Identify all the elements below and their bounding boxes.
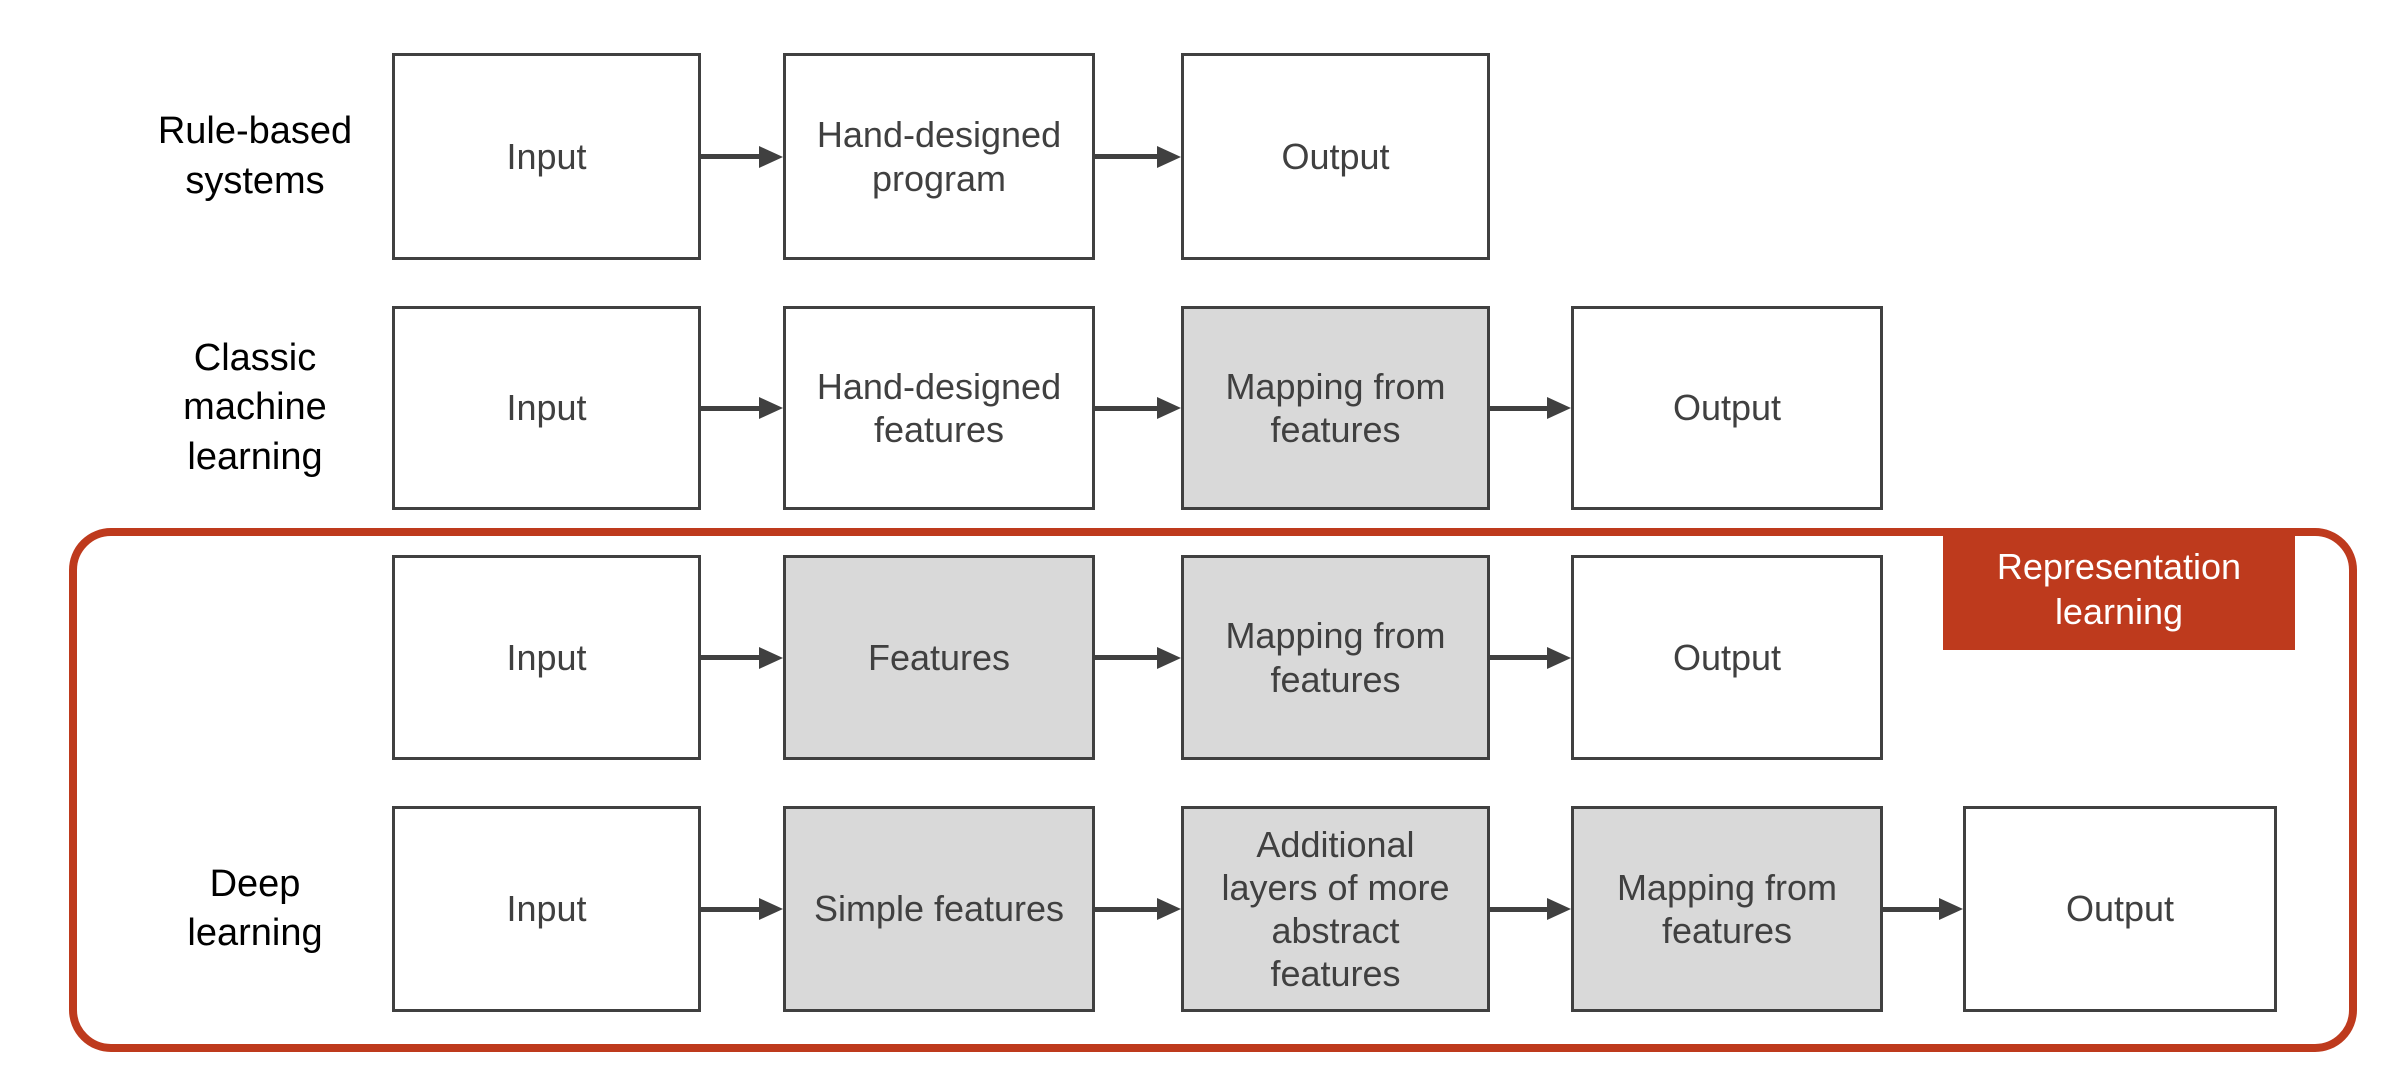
row-label-rule-based-systems: Rule-based systems <box>157 110 353 202</box>
arrow-line <box>1095 655 1163 660</box>
arrow-head-icon <box>1157 397 1181 419</box>
flow-box-deep-learning-2: Additional layers of more abstract featu… <box>1181 806 1490 1012</box>
flow-box-rule-based-systems-1: Hand-designed program <box>783 53 1095 260</box>
arrow-head-icon <box>1939 898 1963 920</box>
row-label-classic-machine-learning: Classic machine learning <box>183 336 327 478</box>
arrow-line <box>1490 405 1553 411</box>
arrow-line <box>1883 906 1945 912</box>
flow-box-classic-machine-learning-3: Output <box>1571 306 1883 510</box>
flow-box-representation-learning-0: Input <box>392 555 701 760</box>
flow-box-representation-learning-1: Features <box>783 555 1095 760</box>
representation-learning-badge: Representation learning <box>1943 528 2295 650</box>
arrow-head-icon <box>759 646 783 669</box>
arrow-head-icon <box>1547 397 1571 419</box>
flow-box-rule-based-systems-0: Input <box>392 53 701 260</box>
arrow-line <box>1490 906 1553 912</box>
representation-learning-outline <box>69 528 2357 1052</box>
flow-box-deep-learning-3: Mapping from features <box>1571 806 1883 1012</box>
arrow-head-icon <box>759 898 783 920</box>
row-label-deep-learning: Deep learning <box>187 862 323 954</box>
arrow-line <box>701 655 765 660</box>
arrow-head-icon <box>1157 898 1181 920</box>
arrow-head-icon <box>759 397 783 419</box>
arrow-line <box>1095 906 1163 912</box>
flow-box-classic-machine-learning-1: Hand-designed features <box>783 306 1095 510</box>
flow-box-classic-machine-learning-0: Input <box>392 306 701 510</box>
arrow-head-icon <box>1547 646 1571 669</box>
flow-box-deep-learning-1: Simple features <box>783 806 1095 1012</box>
flow-box-deep-learning-0: Input <box>392 806 701 1012</box>
flow-box-rule-based-systems-2: Output <box>1181 53 1490 260</box>
flow-box-representation-learning-3: Output <box>1571 555 1883 760</box>
arrow-line <box>701 405 765 411</box>
arrow-head-icon <box>1157 145 1181 168</box>
flow-box-deep-learning-4: Output <box>1963 806 2277 1012</box>
arrow-head-icon <box>1547 898 1571 920</box>
flow-box-representation-learning-2: Mapping from features <box>1181 555 1490 760</box>
arrow-line <box>701 154 765 159</box>
arrow-line <box>1095 154 1163 159</box>
arrow-line <box>1095 405 1163 411</box>
arrow-head-icon <box>1157 646 1181 669</box>
flow-box-classic-machine-learning-2: Mapping from features <box>1181 306 1490 510</box>
arrow-line <box>1490 655 1553 660</box>
arrow-line <box>701 906 765 912</box>
arrow-head-icon <box>759 145 783 168</box>
